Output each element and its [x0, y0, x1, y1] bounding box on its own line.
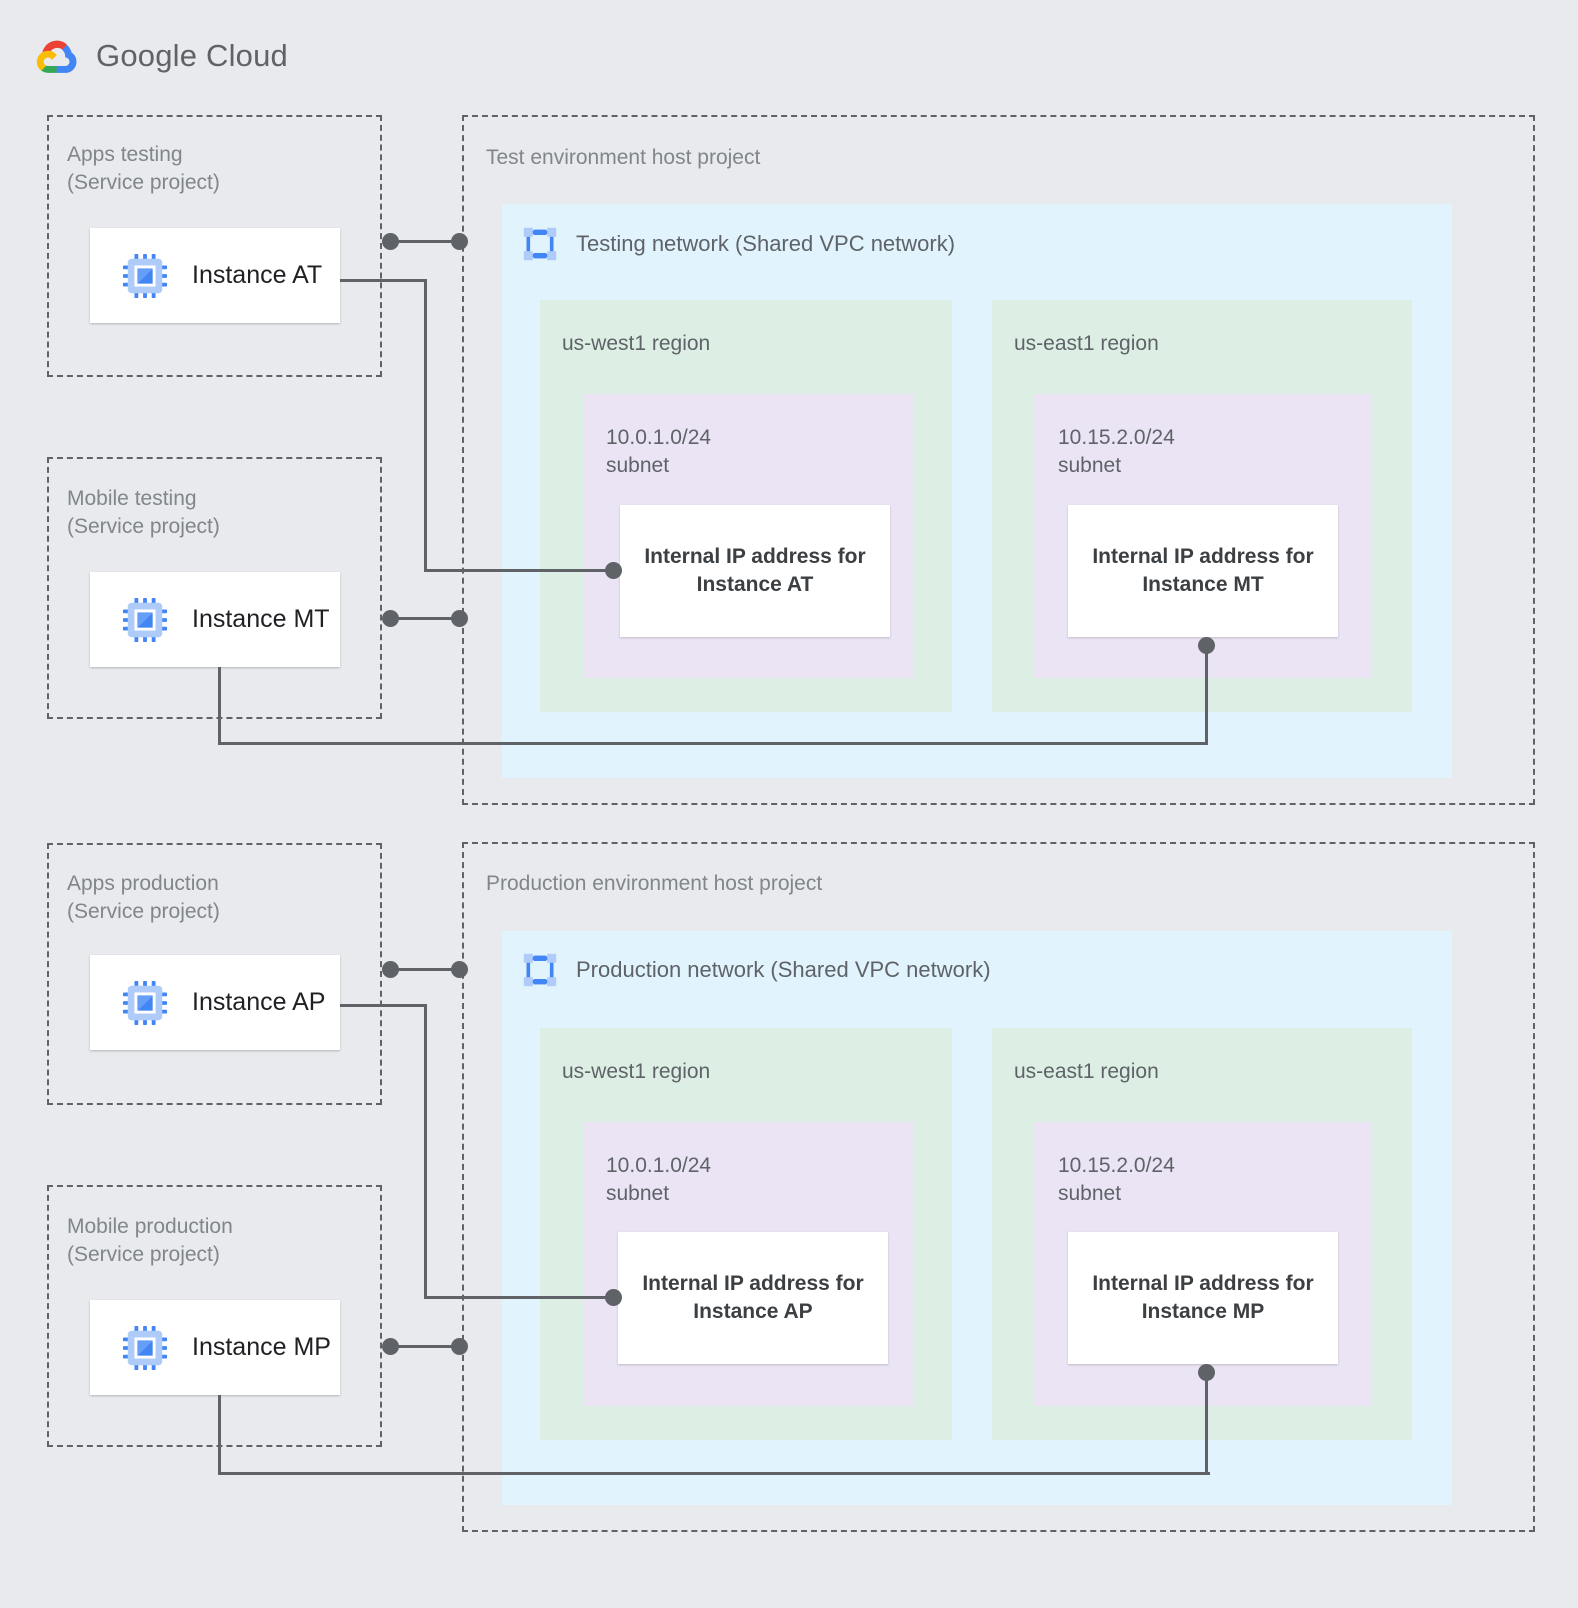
connector-ap-endpoint-dot: [605, 1289, 622, 1306]
connector-at-bridge-dot-left: [382, 233, 399, 250]
connector-mp-seg2: [218, 1472, 1210, 1475]
ip-box-instance-ap-label: Internal IP address for Instance AP: [642, 1271, 864, 1323]
ip-box-instance-at-label: Internal IP address for Instance AT: [644, 544, 866, 596]
connector-at-seg1: [340, 279, 427, 282]
region-prod-us-east1-label: us-east1 region: [1014, 1060, 1159, 1083]
connector-ap-bridge: [390, 968, 460, 971]
compute-instance-icon: [122, 253, 168, 299]
connector-mt-seg2: [218, 742, 1208, 745]
brand-name-bold: Google: [96, 38, 198, 73]
connector-mp-bridge: [390, 1345, 460, 1348]
connector-mp-seg3: [1205, 1375, 1208, 1474]
ip-box-instance-mt[interactable]: Internal IP address for Instance MT: [1068, 505, 1338, 637]
google-cloud-logo: Google Cloud: [34, 36, 288, 76]
connector-at-bridge: [390, 240, 460, 243]
connector-mp-bridge-dot-right: [451, 1338, 468, 1355]
connector-ap-seg3: [424, 1296, 618, 1299]
instance-at-label: Instance AT: [192, 261, 323, 289]
instance-ap-box[interactable]: Instance AP: [90, 955, 340, 1050]
service-project-mobile-production[interactable]: [47, 1185, 382, 1447]
instance-mp-label: Instance MP: [192, 1333, 331, 1361]
compute-instance-icon: [122, 980, 168, 1026]
compute-instance-icon: [122, 1325, 168, 1371]
instance-at-box[interactable]: Instance AT: [90, 228, 340, 323]
connector-at-seg2: [424, 279, 427, 571]
vpc-network-icon: [522, 952, 558, 988]
compute-instance-icon: [122, 597, 168, 643]
host-project-production-label: Production environment host project: [486, 872, 823, 895]
instance-ap-label: Instance AP: [192, 988, 326, 1016]
connector-ap-seg2: [424, 1004, 427, 1298]
brand-name: Google Cloud: [96, 38, 288, 74]
connector-at-bridge-dot-right: [451, 233, 468, 250]
subnet-prod-us-east1-label: 10.15.2.0/24 subnet: [1058, 1154, 1175, 1206]
connector-ap-bridge-dot-right: [451, 961, 468, 978]
brand-name-light: Cloud: [197, 38, 288, 73]
service-project-apps-production[interactable]: [47, 843, 382, 1105]
ip-box-instance-mp-label: Internal IP address for Instance MP: [1092, 1271, 1314, 1323]
testing-network-header: Testing network (Shared VPC network): [522, 226, 955, 262]
service-project-apps-testing[interactable]: [47, 115, 382, 377]
production-network-header: Production network (Shared VPC network): [522, 952, 991, 988]
service-project-mobile-production-label: Mobile production (Service project): [67, 1215, 233, 1266]
connector-mp-seg1: [218, 1395, 221, 1475]
production-network-title: Production network (Shared VPC network): [576, 957, 991, 982]
service-project-apps-testing-label: Apps testing (Service project): [67, 143, 220, 194]
connector-mt-seg3: [1205, 648, 1208, 745]
subnet-test-us-east1-label: 10.15.2.0/24 subnet: [1058, 426, 1175, 478]
connector-mp-endpoint-dot: [1198, 1364, 1215, 1381]
instance-mp-box[interactable]: Instance MP: [90, 1300, 340, 1395]
connector-ap-bridge-dot-left: [382, 961, 399, 978]
connector-mp-bridge-dot-left: [382, 1338, 399, 1355]
service-project-apps-production-label: Apps production (Service project): [67, 872, 220, 923]
connector-mt-bridge-dot-right: [451, 610, 468, 627]
instance-mt-box[interactable]: Instance MT: [90, 572, 340, 667]
host-project-test-label: Test environment host project: [486, 146, 761, 169]
service-project-mobile-testing[interactable]: [47, 457, 382, 719]
ip-box-instance-mt-label: Internal IP address for Instance MT: [1092, 544, 1314, 596]
subnet-prod-us-west1-label: 10.0.1.0/24 subnet: [606, 1154, 712, 1206]
connector-at-endpoint-dot: [605, 562, 622, 579]
connector-mt-endpoint-dot: [1198, 637, 1215, 654]
google-cloud-logo-icon: [34, 36, 80, 76]
connector-mt-bridge: [390, 617, 460, 620]
service-project-mobile-testing-label: Mobile testing (Service project): [67, 487, 220, 538]
connector-ap-seg1: [340, 1004, 427, 1007]
region-test-us-west1-label: us-west1 region: [562, 332, 711, 355]
connector-mt-seg1: [218, 667, 221, 745]
host-project-production[interactable]: [462, 842, 1535, 1532]
testing-network-title: Testing network (Shared VPC network): [576, 231, 956, 256]
ip-box-instance-at[interactable]: Internal IP address for Instance AT: [620, 505, 890, 637]
connector-mt-bridge-dot-left: [382, 610, 399, 627]
vpc-network-icon: [522, 226, 558, 262]
host-project-test[interactable]: [462, 115, 1535, 805]
region-test-us-east1-label: us-east1 region: [1014, 332, 1159, 355]
region-prod-us-west1-label: us-west1 region: [562, 1060, 711, 1083]
connector-at-seg3: [424, 569, 618, 572]
instance-mt-label: Instance MT: [192, 605, 330, 633]
subnet-test-us-west1-label: 10.0.1.0/24 subnet: [606, 426, 712, 478]
ip-box-instance-ap[interactable]: Internal IP address for Instance AP: [618, 1232, 888, 1364]
ip-box-instance-mp[interactable]: Internal IP address for Instance MP: [1068, 1232, 1338, 1364]
